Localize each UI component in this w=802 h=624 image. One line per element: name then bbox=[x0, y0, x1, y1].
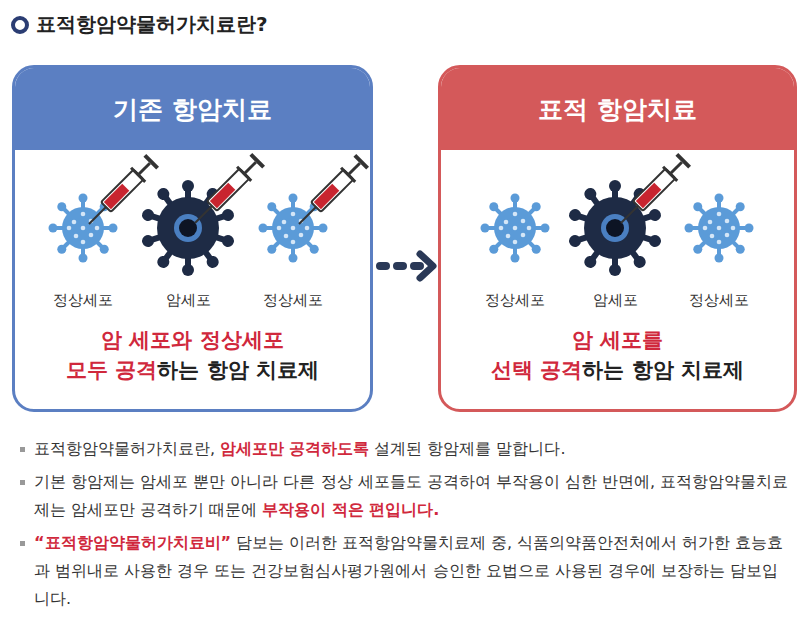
bullet-item: 표적항암약물허가치료란, 암세포만 공격하도록설계된 항암제를 말합니다. bbox=[18, 435, 790, 463]
bullet-text: 표적항암약물허가치료란, bbox=[34, 439, 215, 458]
cell-label: 정상세포 bbox=[669, 290, 769, 310]
bullet-text: 설계된 항암제를 말합니다. bbox=[374, 439, 565, 458]
panel-caption: 하는 항암 치료제 bbox=[157, 358, 319, 382]
bullet-item: 기본 항암제는 암세포 뿐만 아니라 다른 정상 세포들도 공격하여 부작용이 … bbox=[18, 468, 790, 524]
cell-label: 정상세포 bbox=[33, 290, 133, 310]
bullet-text: 부작용이 적은 편입니다. bbox=[262, 500, 439, 519]
cell-label: 정상세포 bbox=[465, 290, 565, 310]
bullet-marker bbox=[20, 447, 25, 452]
bullet-marker bbox=[20, 480, 25, 485]
panel-caption: 하는 항암 치료제 bbox=[582, 358, 744, 382]
panel-caption-line: 선택 공격하는 항암 치료제 bbox=[445, 355, 790, 385]
cell-label: 정상세포 bbox=[243, 290, 343, 310]
treatment-panel: 기존 항암치료암 세포와 정상세포모두 공격하는 항암 치료제정상세포암세포정상… bbox=[12, 65, 373, 412]
page-title: 표적항암약물허가치료란? bbox=[36, 11, 268, 38]
panel-header: 표적 항암치료 bbox=[441, 68, 794, 150]
panel-caption: 선택 공격 bbox=[491, 358, 582, 382]
bullet-text: “표적항암약물허가치료비” bbox=[34, 533, 231, 552]
treatment-panel: 표적 항암치료암 세포를선택 공격하는 항암 치료제정상세포암세포정상세포 bbox=[438, 65, 797, 412]
panel-header: 기존 항암치료 bbox=[15, 68, 370, 150]
panel-caption: 모두 공격 bbox=[66, 358, 157, 382]
bullet-item: “표적항암약물허가치료비”담보는 이러한 표적항암약물치료제 중, 식품의약품안… bbox=[18, 529, 790, 613]
cell-label: 암세포 bbox=[138, 290, 238, 310]
panel-caption: 암 세포를 bbox=[445, 325, 790, 355]
panel-caption: 암 세포와 정상세포 bbox=[19, 325, 366, 355]
flow-arrow bbox=[380, 254, 433, 278]
panel-caption-line: 모두 공격하는 항암 치료제 bbox=[19, 355, 366, 385]
bullet-text: 암세포만 공격하도록 bbox=[220, 439, 370, 458]
bullet-marker bbox=[20, 541, 25, 546]
bullet-list: 표적항암약물허가치료란, 암세포만 공격하도록설계된 항암제를 말합니다. 기본 항… bbox=[18, 435, 790, 618]
title-bullet-icon bbox=[0, 0, 40, 50]
cell-label: 암세포 bbox=[565, 290, 665, 310]
